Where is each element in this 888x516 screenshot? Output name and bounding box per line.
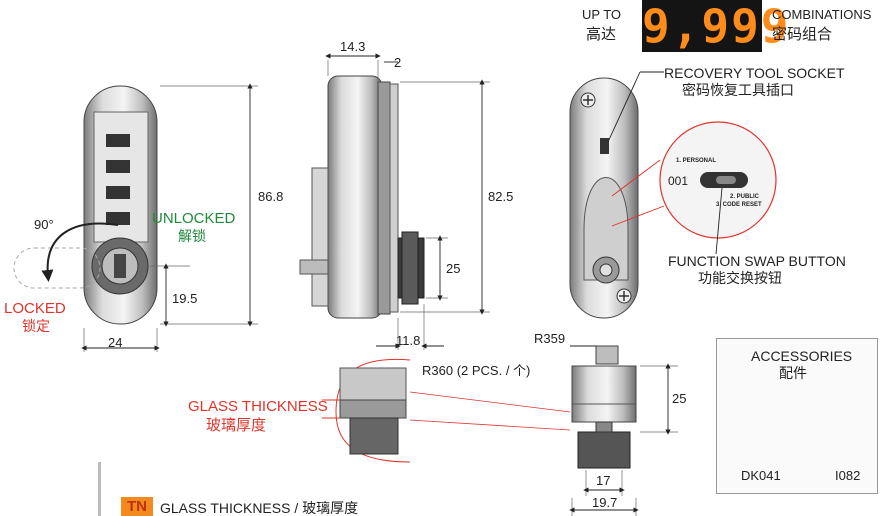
mode-public: 2. PUBLIC	[730, 194, 760, 200]
locked-label: LOCKED	[4, 300, 66, 317]
divider-line	[98, 462, 101, 516]
tn-badge: TN	[121, 497, 153, 516]
unlocked-label-cn: 解锁	[178, 229, 206, 245]
back-view	[569, 71, 777, 319]
bottom-outer-dim: 19.7	[592, 495, 618, 510]
front-knob-dim: 19.5	[172, 291, 198, 306]
side-bottom-dim: 11.8	[396, 333, 421, 348]
accessory-i082: I082	[835, 468, 861, 483]
side-gap-dim: 2	[394, 55, 402, 70]
bottom-inner-dim: 17	[596, 473, 611, 488]
promo-combinations: COMBINATIONS	[772, 7, 872, 22]
promo-combinations-cn: 密码组合	[772, 25, 833, 43]
swap-button-label-cn: 功能交换按钮	[698, 271, 782, 287]
tn-glass-thickness: GLASS THICKNESS / 玻璃厚度	[160, 500, 359, 516]
accessory-dk041: DK041	[741, 468, 781, 483]
side-knob-dim: 25	[446, 261, 461, 276]
swap-button-label: FUNCTION SWAP BUTTON	[668, 253, 846, 269]
mode-personal: 1. PERSONAL	[676, 158, 717, 164]
side-top-dim: 14.3	[340, 39, 366, 54]
mode-reset: 3. CODE RESET	[716, 202, 762, 208]
front-height-dim: 86.8	[258, 189, 284, 204]
promo-up-to: UP TO	[582, 7, 622, 22]
side-view	[299, 53, 490, 350]
promo-up-to-cn: 高达	[586, 25, 617, 43]
front-view	[13, 83, 258, 352]
rotation-angle: 90°	[34, 217, 54, 232]
bottom-view	[322, 345, 678, 516]
accessories-title: ACCESSORIES	[751, 348, 853, 364]
radius-359: R359	[534, 331, 566, 346]
dial-wheels	[106, 134, 130, 225]
glass-thickness-label: GLASS THICKNESS	[188, 398, 328, 415]
locked-label-cn: 锁定	[22, 319, 50, 335]
side-height-dim: 82.5	[488, 189, 514, 204]
combination-count: 9,999	[642, 0, 791, 53]
accessories-panel: ACCESSORIES 配件 DK041 I082	[716, 338, 878, 494]
unlocked-label: UNLOCKED	[152, 210, 236, 227]
front-width-dim: 24	[108, 335, 123, 350]
accessories-title-cn: 配件	[779, 366, 807, 382]
radius-360: R360 (2 PCS. / 个)	[422, 363, 531, 378]
recovery-socket-label-cn: 密码恢复工具插口	[682, 83, 794, 99]
bottom-height-dim: 25	[672, 391, 687, 406]
glass-thickness-label-cn: 玻璃厚度	[206, 416, 267, 434]
recovery-socket-label: RECOVERY TOOL SOCKET	[664, 65, 845, 81]
mode-code: 001	[668, 174, 689, 188]
